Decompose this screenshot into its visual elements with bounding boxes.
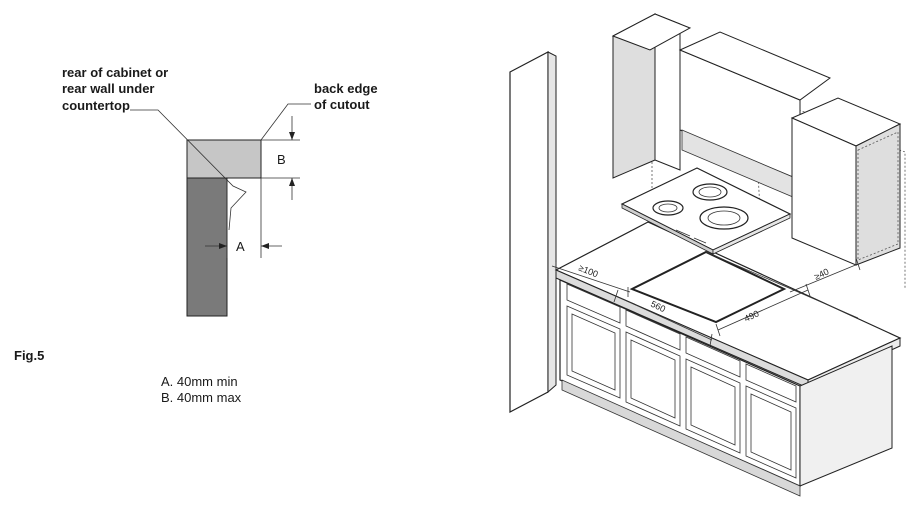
burner-left <box>652 200 684 216</box>
right-wall-cabinet-shadow <box>857 131 899 261</box>
dim-100-line <box>551 262 631 297</box>
rear-leader-line <box>130 109 247 231</box>
dim-b-letter: B <box>277 152 286 167</box>
left-wall-cabinet-top <box>611 13 692 51</box>
back-edge-label-line1: back edge <box>314 81 378 96</box>
rear-label-line3: countertop <box>62 98 130 113</box>
side-wall-edge <box>547 51 557 394</box>
a-dim-arrow-left <box>219 243 227 249</box>
base-cabinet-side <box>799 345 893 487</box>
door-3-panel <box>690 366 736 446</box>
door-1 <box>566 305 621 399</box>
burner-back <box>692 183 728 201</box>
rear-label-line1: rear of cabinet or <box>62 65 168 80</box>
countertop-slab <box>186 139 262 179</box>
door-3 <box>685 358 741 454</box>
center-wall-cabinet-top <box>678 31 832 101</box>
dim-a-letter: A <box>236 239 245 254</box>
door-4-panel <box>750 393 792 471</box>
burner-back-inner <box>698 186 722 198</box>
back-edge-leader-line <box>260 103 311 141</box>
a-dim-arrow-right <box>261 243 269 249</box>
door-2-panel <box>630 339 676 419</box>
hob-cutout <box>629 250 787 324</box>
door-4 <box>745 385 797 479</box>
hob-glass-side <box>712 213 791 255</box>
dim-40-line <box>789 257 861 293</box>
dim-490-line <box>715 283 811 337</box>
rear-label-line2: rear wall under <box>62 81 154 96</box>
cutout-back-ref-line <box>705 251 859 319</box>
cutout-detail-figure: rear of cabinet or rear wall under count… <box>14 65 378 405</box>
b-dim-arrow-bottom <box>289 178 295 186</box>
figure-label: Fig.5 <box>14 348 44 363</box>
hob-controls <box>675 229 707 244</box>
b-dim-arrow-top <box>289 132 295 140</box>
dim-40-label: ≥40 <box>813 266 831 281</box>
drawer-2 <box>625 309 681 351</box>
kitchen-isometric-figure: ≥100 560 490 ≥40 <box>509 13 906 497</box>
side-wall <box>509 51 549 413</box>
burner-front-large <box>699 206 749 230</box>
burner-front-large-inner <box>707 210 741 226</box>
dim-560-line <box>613 289 713 347</box>
drawer-4 <box>745 363 797 403</box>
note-b: B. 40mm max <box>161 390 242 405</box>
door-2 <box>625 331 681 427</box>
drawer-1 <box>566 283 621 324</box>
base-cabinet-plinth <box>561 379 801 497</box>
drawer-3 <box>685 336 741 378</box>
door-1-panel <box>571 313 616 391</box>
burner-left-inner <box>658 203 678 213</box>
back-edge-label-line2: of cutout <box>314 97 370 112</box>
right-wall-cabinet-side <box>855 123 901 266</box>
note-a: A. 40mm min <box>161 374 238 389</box>
